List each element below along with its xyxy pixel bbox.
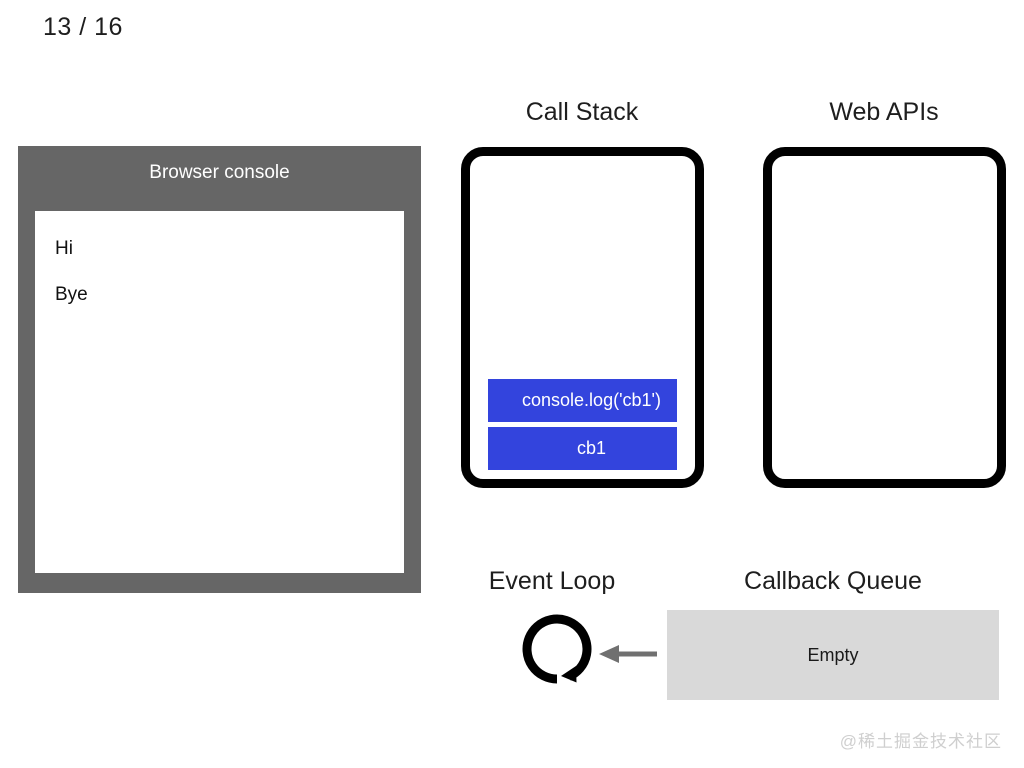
browser-console-panel: Browser console Hi Bye — [18, 146, 421, 593]
callback-queue-title: Callback Queue — [744, 567, 922, 595]
call-stack-frame: console.log('cb1') — [488, 379, 677, 422]
console-line: Bye — [55, 284, 88, 305]
left-arrow-icon — [599, 644, 657, 664]
callback-queue-box: Empty — [667, 610, 999, 700]
call-stack-frame: cb1 — [488, 427, 677, 470]
circular-arrow-icon — [520, 612, 594, 686]
event-loop-title: Event Loop — [488, 567, 616, 595]
call-stack-title: Call Stack — [525, 98, 639, 126]
browser-console-output: Hi Bye — [35, 211, 404, 573]
slide-counter: 13 / 16 — [43, 13, 123, 41]
web-apis-box — [763, 147, 1006, 488]
web-apis-title: Web APIs — [829, 98, 939, 126]
call-stack-box: console.log('cb1') cb1 — [461, 147, 704, 488]
callback-queue-status: Empty — [807, 644, 859, 665]
browser-console-title: Browser console — [149, 162, 290, 183]
watermark: @稀土掘金技术社区 — [839, 732, 1002, 751]
call-stack-frames: console.log('cb1') cb1 — [488, 379, 677, 470]
console-line: Hi — [55, 238, 73, 259]
